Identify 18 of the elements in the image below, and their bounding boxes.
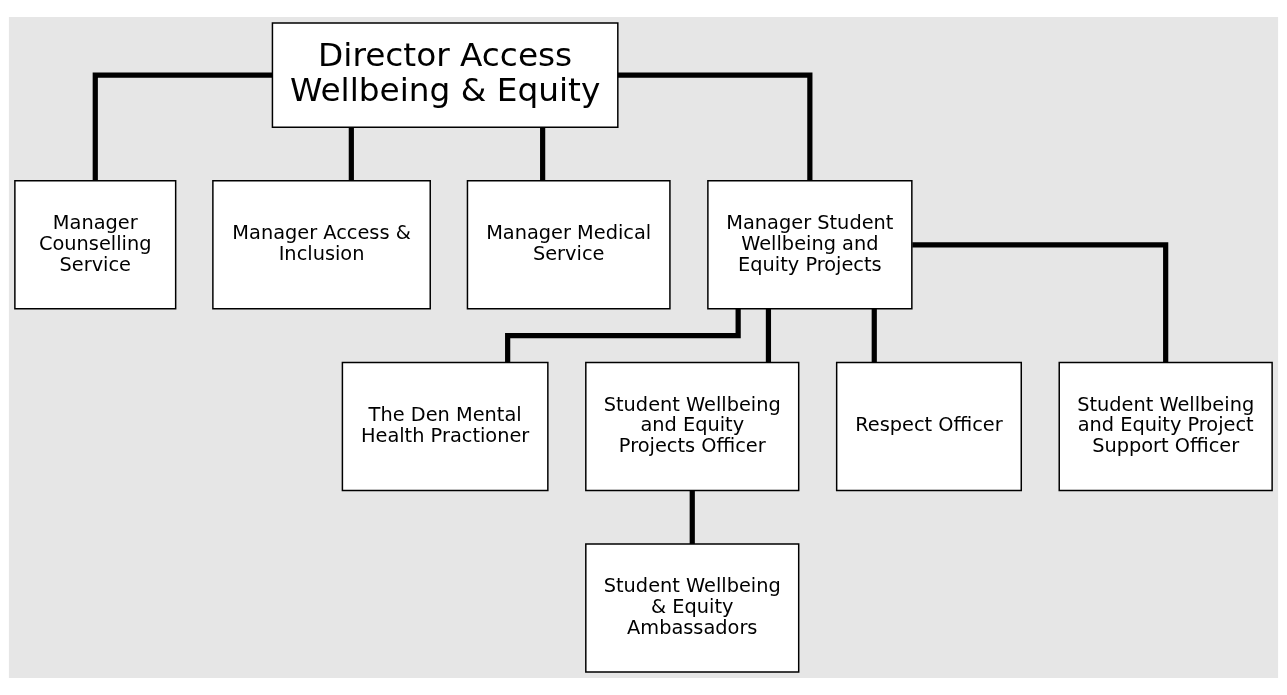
node-box: Manager Access & Inclusion (212, 180, 431, 310)
node-box: Manager Counselling Service (14, 180, 177, 310)
connector (765, 308, 772, 363)
node-box: Student Wellbeing and Equity Projects Officer (585, 361, 800, 492)
connector (912, 242, 1169, 363)
connector (871, 308, 877, 363)
connector (689, 490, 695, 544)
node-box: Manager Medical Service (466, 180, 671, 310)
connector (617, 72, 813, 181)
node-box: Manager Student Wellbeing and Equity Projects (707, 180, 913, 310)
node-box: Director Access Wellbeing & Equity (271, 22, 619, 128)
connector (348, 127, 354, 181)
node-box: Student Wellbeing & Equity Ambassadors (585, 543, 800, 673)
connector (540, 127, 546, 181)
connector (92, 72, 273, 181)
node-box: Student Wellbeing and Equity Project Support Officer (1058, 361, 1273, 492)
node-box: The Den Mental Health Practioner (341, 361, 549, 492)
node-box: Respect Officer (835, 361, 1022, 492)
